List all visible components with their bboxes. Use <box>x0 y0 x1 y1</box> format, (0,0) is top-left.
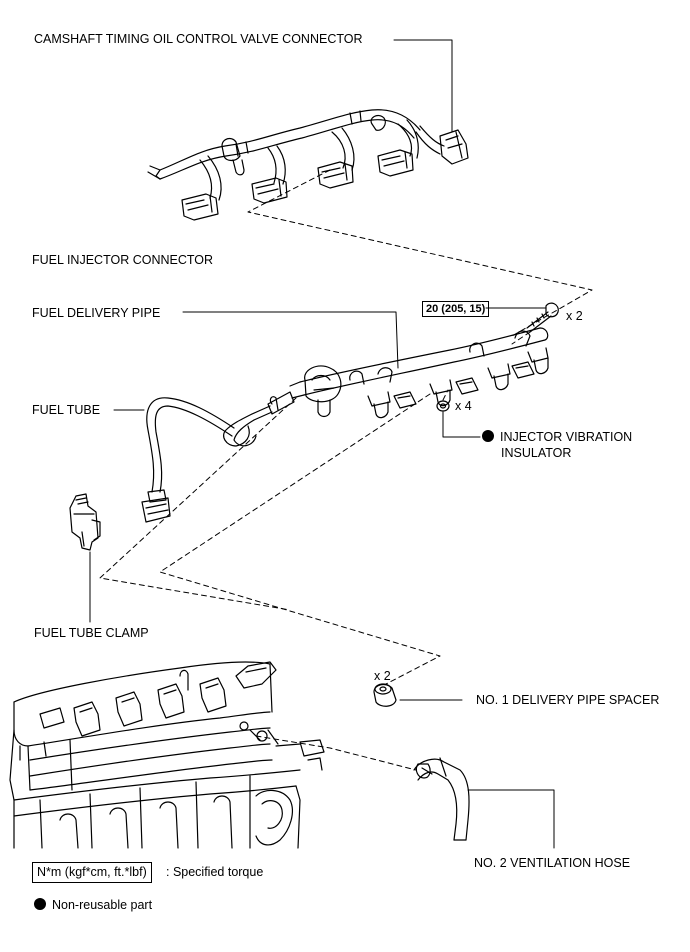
delivery-pipe-spacer-label: NO. 1 DELIVERY PIPE SPACER <box>476 693 660 707</box>
ventilation-hose <box>413 757 470 841</box>
delivery-pipe-spacer <box>373 683 397 707</box>
leader-lines <box>89 39 555 849</box>
fuel-tube <box>141 397 257 523</box>
fuel-delivery-pipe-label: FUEL DELIVERY PIPE <box>32 306 161 320</box>
spacer-quantity: x 2 <box>374 669 391 683</box>
bolt-quantity: x 2 <box>566 309 583 323</box>
nonreusable-dot-icon <box>482 430 494 442</box>
torque-spec-box: 20 (205, 15) <box>422 301 490 317</box>
fuel-tube-label: FUEL TUBE <box>32 403 101 417</box>
injector-vibration-insulator <box>436 400 450 412</box>
ventilation-hose-label: NO. 2 VENTILATION HOSE <box>474 856 631 870</box>
delivery-pipe-bolt <box>526 302 559 333</box>
insulator-label-line1: INJECTOR VIBRATION <box>500 430 633 444</box>
legend-nonreusable: Non-reusable part <box>34 898 152 912</box>
legend-nonreusable-text: Non-reusable part <box>52 898 153 912</box>
engine-block <box>9 661 325 849</box>
fuel-injector-connector-label: FUEL INJECTOR CONNECTOR <box>32 253 214 267</box>
camshaft-ocv-connector-label: CAMSHAFT TIMING OIL CONTROL VALVE CONNEC… <box>34 32 363 46</box>
insulator-quantity: x 4 <box>455 399 472 413</box>
fuel-tube-clamp-part <box>69 493 101 551</box>
legend-torque-box: N*m (kgf*cm, ft.*lbf) <box>32 862 152 883</box>
injector-vibration-insulator-label: INJECTOR VIBRATION <box>482 430 632 444</box>
fuel-delivery-pipe <box>251 327 549 421</box>
wire-harness <box>147 109 469 221</box>
fuel-tube-clamp-label: FUEL TUBE CLAMP <box>34 626 149 640</box>
assembly-lines <box>99 169 593 771</box>
legend-nonreusable-dot-icon <box>34 898 46 910</box>
legend-torque-text: : Specified torque <box>166 865 264 879</box>
insulator-label-line2: INSULATOR <box>501 446 572 460</box>
